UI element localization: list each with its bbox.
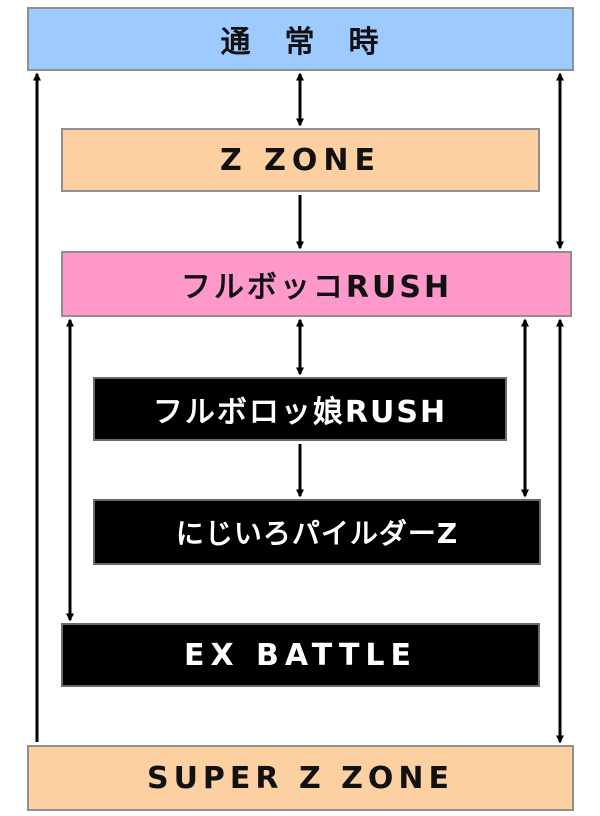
node-nijiiro-pilder-z: にじいろパイルダーZ [93, 499, 541, 565]
node-fulbokko-rush: フルボッコRUSH [61, 251, 572, 317]
node-ex-battle: EX BATTLE [61, 623, 540, 687]
node-normal: 通 常 時 [27, 7, 574, 71]
node-super-z-zone: SUPER Z ZONE [27, 745, 574, 811]
node-z-zone: Z ZONE [61, 128, 540, 192]
node-fulboro-musume-rush: フルボロッ娘RUSH [93, 377, 507, 441]
